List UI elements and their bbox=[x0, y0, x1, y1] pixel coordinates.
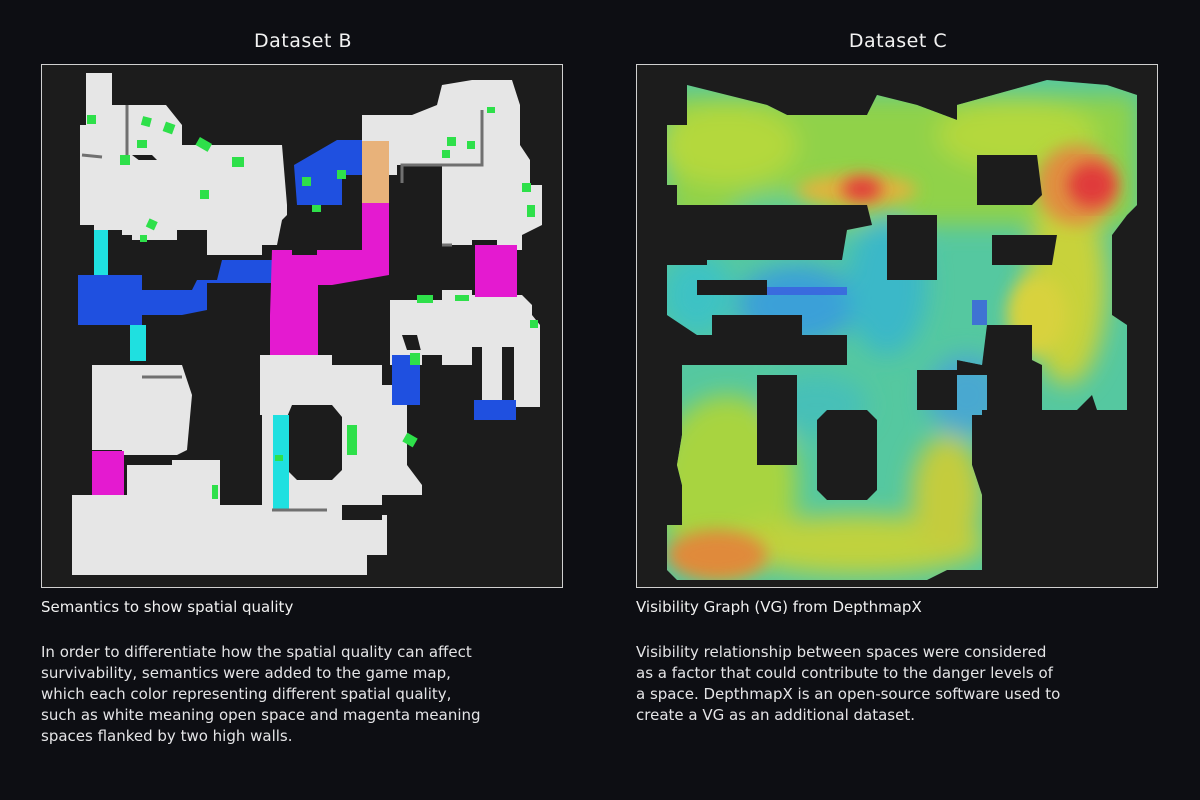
dataset-c-subtitle: Visibility Graph (VG) from DepthmapX bbox=[636, 598, 922, 616]
magenta-zones bbox=[92, 203, 517, 495]
orange-zone bbox=[362, 141, 389, 203]
wall-lines bbox=[81, 105, 484, 512]
dataset-c-description: Visibility relationship between spaces w… bbox=[636, 643, 1061, 724]
cover-markers bbox=[87, 107, 538, 499]
dataset-b-title: Dataset B bbox=[254, 30, 352, 52]
dataset-c-title: Dataset C bbox=[848, 30, 948, 52]
dataset-c-map bbox=[636, 64, 1158, 588]
blue-zones bbox=[78, 140, 516, 420]
cyan-corridors bbox=[94, 230, 289, 510]
dataset-b-map bbox=[41, 64, 563, 588]
dataset-b-description: In order to differentiate how the spatia… bbox=[41, 643, 481, 745]
dataset-b-subtitle: Semantics to show spatial quality bbox=[41, 598, 294, 616]
visibility-heatmap bbox=[667, 80, 1137, 580]
heatmap-holes bbox=[637, 65, 1157, 587]
